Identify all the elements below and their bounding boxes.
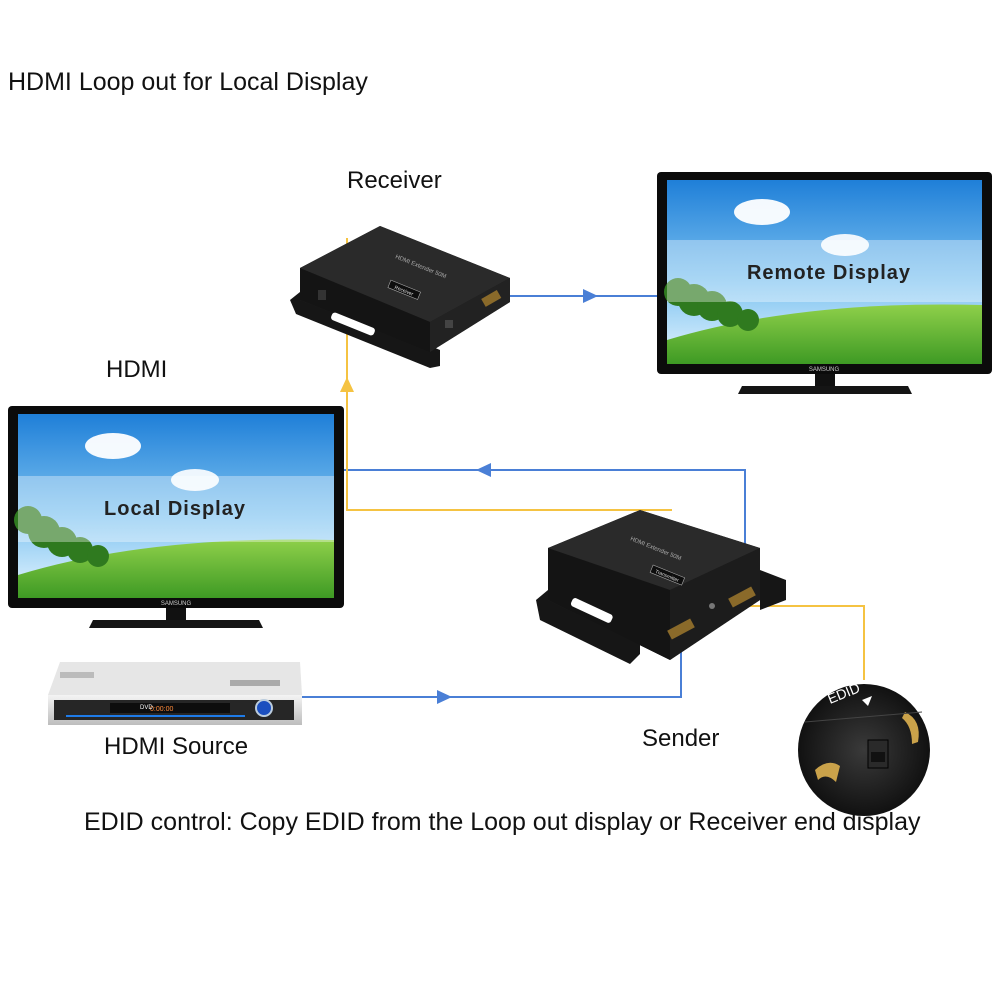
receiver-device: HDMI Extender 50M Receiver — [290, 226, 510, 368]
local-brand-logo: SAMSUNG — [161, 601, 192, 607]
dvd-badge: DVD — [140, 705, 153, 711]
receiver-label: Receiver — [347, 167, 442, 194]
local-display-tv: Local Display SAMSUNG — [8, 406, 344, 628]
sender-label: Sender — [642, 725, 720, 752]
dvd-time-display: 0:00:00 — [150, 706, 173, 713]
edid-caption: EDID control: Copy EDID from the Loop ou… — [84, 808, 921, 836]
edid-callout: EDID — [798, 679, 930, 816]
dvd-power-button — [255, 699, 273, 717]
hdmi-source-label: HDMI Source — [104, 733, 249, 760]
receiver-to-remote-line — [508, 289, 657, 303]
remote-display-tv: Remote Display SAMSUNG — [657, 172, 992, 394]
dvd-player: 0:00:00 DVD — [48, 662, 302, 725]
diagram-title: HDMI Loop out for Local Display — [8, 68, 368, 96]
remote-display-label: Remote Display — [747, 262, 911, 284]
edid-callout-line — [712, 605, 865, 680]
source-to-sender-line — [302, 632, 682, 704]
local-display-label: Local Display — [104, 498, 246, 520]
remote-brand-logo: SAMSUNG — [809, 367, 840, 373]
sender-device: HDMI Extender 50M Transmitter — [536, 510, 786, 664]
hdmi-label: HDMI — [106, 356, 168, 383]
